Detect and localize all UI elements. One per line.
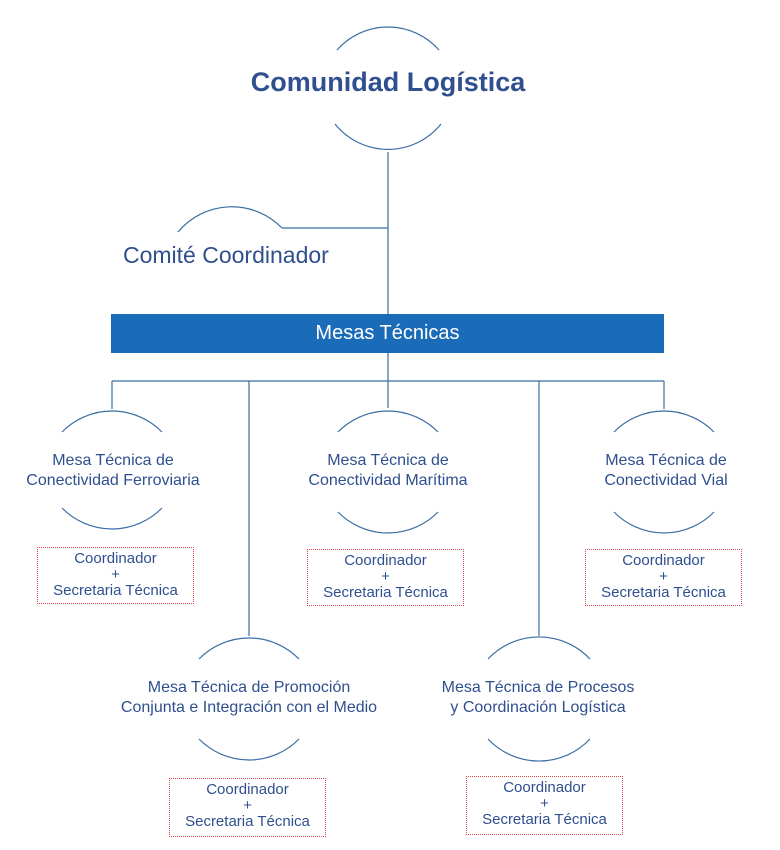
- arc-promocion-top: [198, 637, 300, 660]
- arc-ferroviaria-bottom: [61, 507, 163, 530]
- node-line-1: Mesa Técnica de Procesos: [441, 679, 635, 696]
- node-line-2: Conectividad Vial: [604, 472, 728, 489]
- node-line-2: Conjunta e Integración con el Medio: [120, 699, 378, 716]
- node-line-2: Conectividad Ferroviaria: [26, 472, 200, 489]
- node-line-1: Mesa Técnica de Promoción: [147, 679, 351, 696]
- node-vial: Mesa Técnica de Conectividad Vial: [566, 451, 766, 491]
- node-maritima: Mesa Técnica de Conectividad Marítima: [258, 451, 518, 491]
- node-procesos: Mesa Técnica de Procesos y Coordinación …: [408, 678, 668, 718]
- role-coordinador: Coordinador: [74, 550, 157, 567]
- role-box-procesos: Coordinador + Secretaria Técnica: [466, 776, 623, 835]
- arc-maritima-top: [337, 410, 439, 433]
- role-box-vial: Coordinador + Secretaria Técnica: [585, 549, 742, 606]
- role-plus: +: [243, 797, 252, 815]
- mesas-tecnicas-bar: Mesas Técnicas: [111, 314, 664, 353]
- arc-procesos-top: [487, 636, 591, 660]
- arc-procesos-bottom: [487, 738, 591, 762]
- role-box-promocion: Coordinador + Secretaria Técnica: [169, 778, 326, 837]
- node-line-1: Mesa Técnica de: [605, 452, 727, 469]
- role-secretaria: Secretaria Técnica: [185, 813, 310, 831]
- role-plus: +: [659, 568, 668, 586]
- arc-promocion-bottom: [198, 738, 300, 761]
- node-line-2: y Coordinación Logística: [450, 699, 626, 716]
- node-promocion: Mesa Técnica de Promoción Conjunta e Int…: [79, 678, 419, 718]
- community-arc-bottom: [334, 123, 442, 150]
- role-secretaria: Secretaria Técnica: [323, 584, 448, 602]
- comite-arc: [177, 206, 283, 233]
- role-coordinador: Coordinador: [206, 781, 289, 798]
- role-coordinador: Coordinador: [344, 552, 427, 569]
- role-secretaria: Secretaria Técnica: [482, 811, 607, 829]
- node-ferroviaria: Mesa Técnica de Conectividad Ferroviaria: [0, 451, 226, 491]
- node-line-1: Mesa Técnica de: [327, 452, 449, 469]
- arc-maritima-bottom: [337, 511, 439, 534]
- role-plus: +: [111, 566, 120, 584]
- community-arc-top: [336, 26, 440, 51]
- role-box-maritima: Coordinador + Secretaria Técnica: [307, 549, 464, 606]
- role-plus: +: [540, 795, 549, 813]
- arc-ferroviaria-top: [61, 410, 163, 433]
- arc-vial-bottom: [613, 511, 715, 534]
- role-coordinador: Coordinador: [622, 552, 705, 569]
- arc-vial-top: [613, 410, 715, 433]
- role-secretaria: Secretaria Técnica: [601, 584, 726, 602]
- node-line-2: Conectividad Marítima: [308, 472, 468, 489]
- role-secretaria: Secretaria Técnica: [53, 582, 178, 600]
- community-title: Comunidad Logística: [250, 67, 526, 97]
- comite-label: Comité Coordinador: [123, 242, 329, 268]
- role-coordinador: Coordinador: [503, 779, 586, 796]
- role-box-ferroviaria: Coordinador + Secretaria Técnica: [37, 547, 194, 604]
- role-plus: +: [381, 568, 390, 586]
- node-line-1: Mesa Técnica de: [52, 452, 174, 469]
